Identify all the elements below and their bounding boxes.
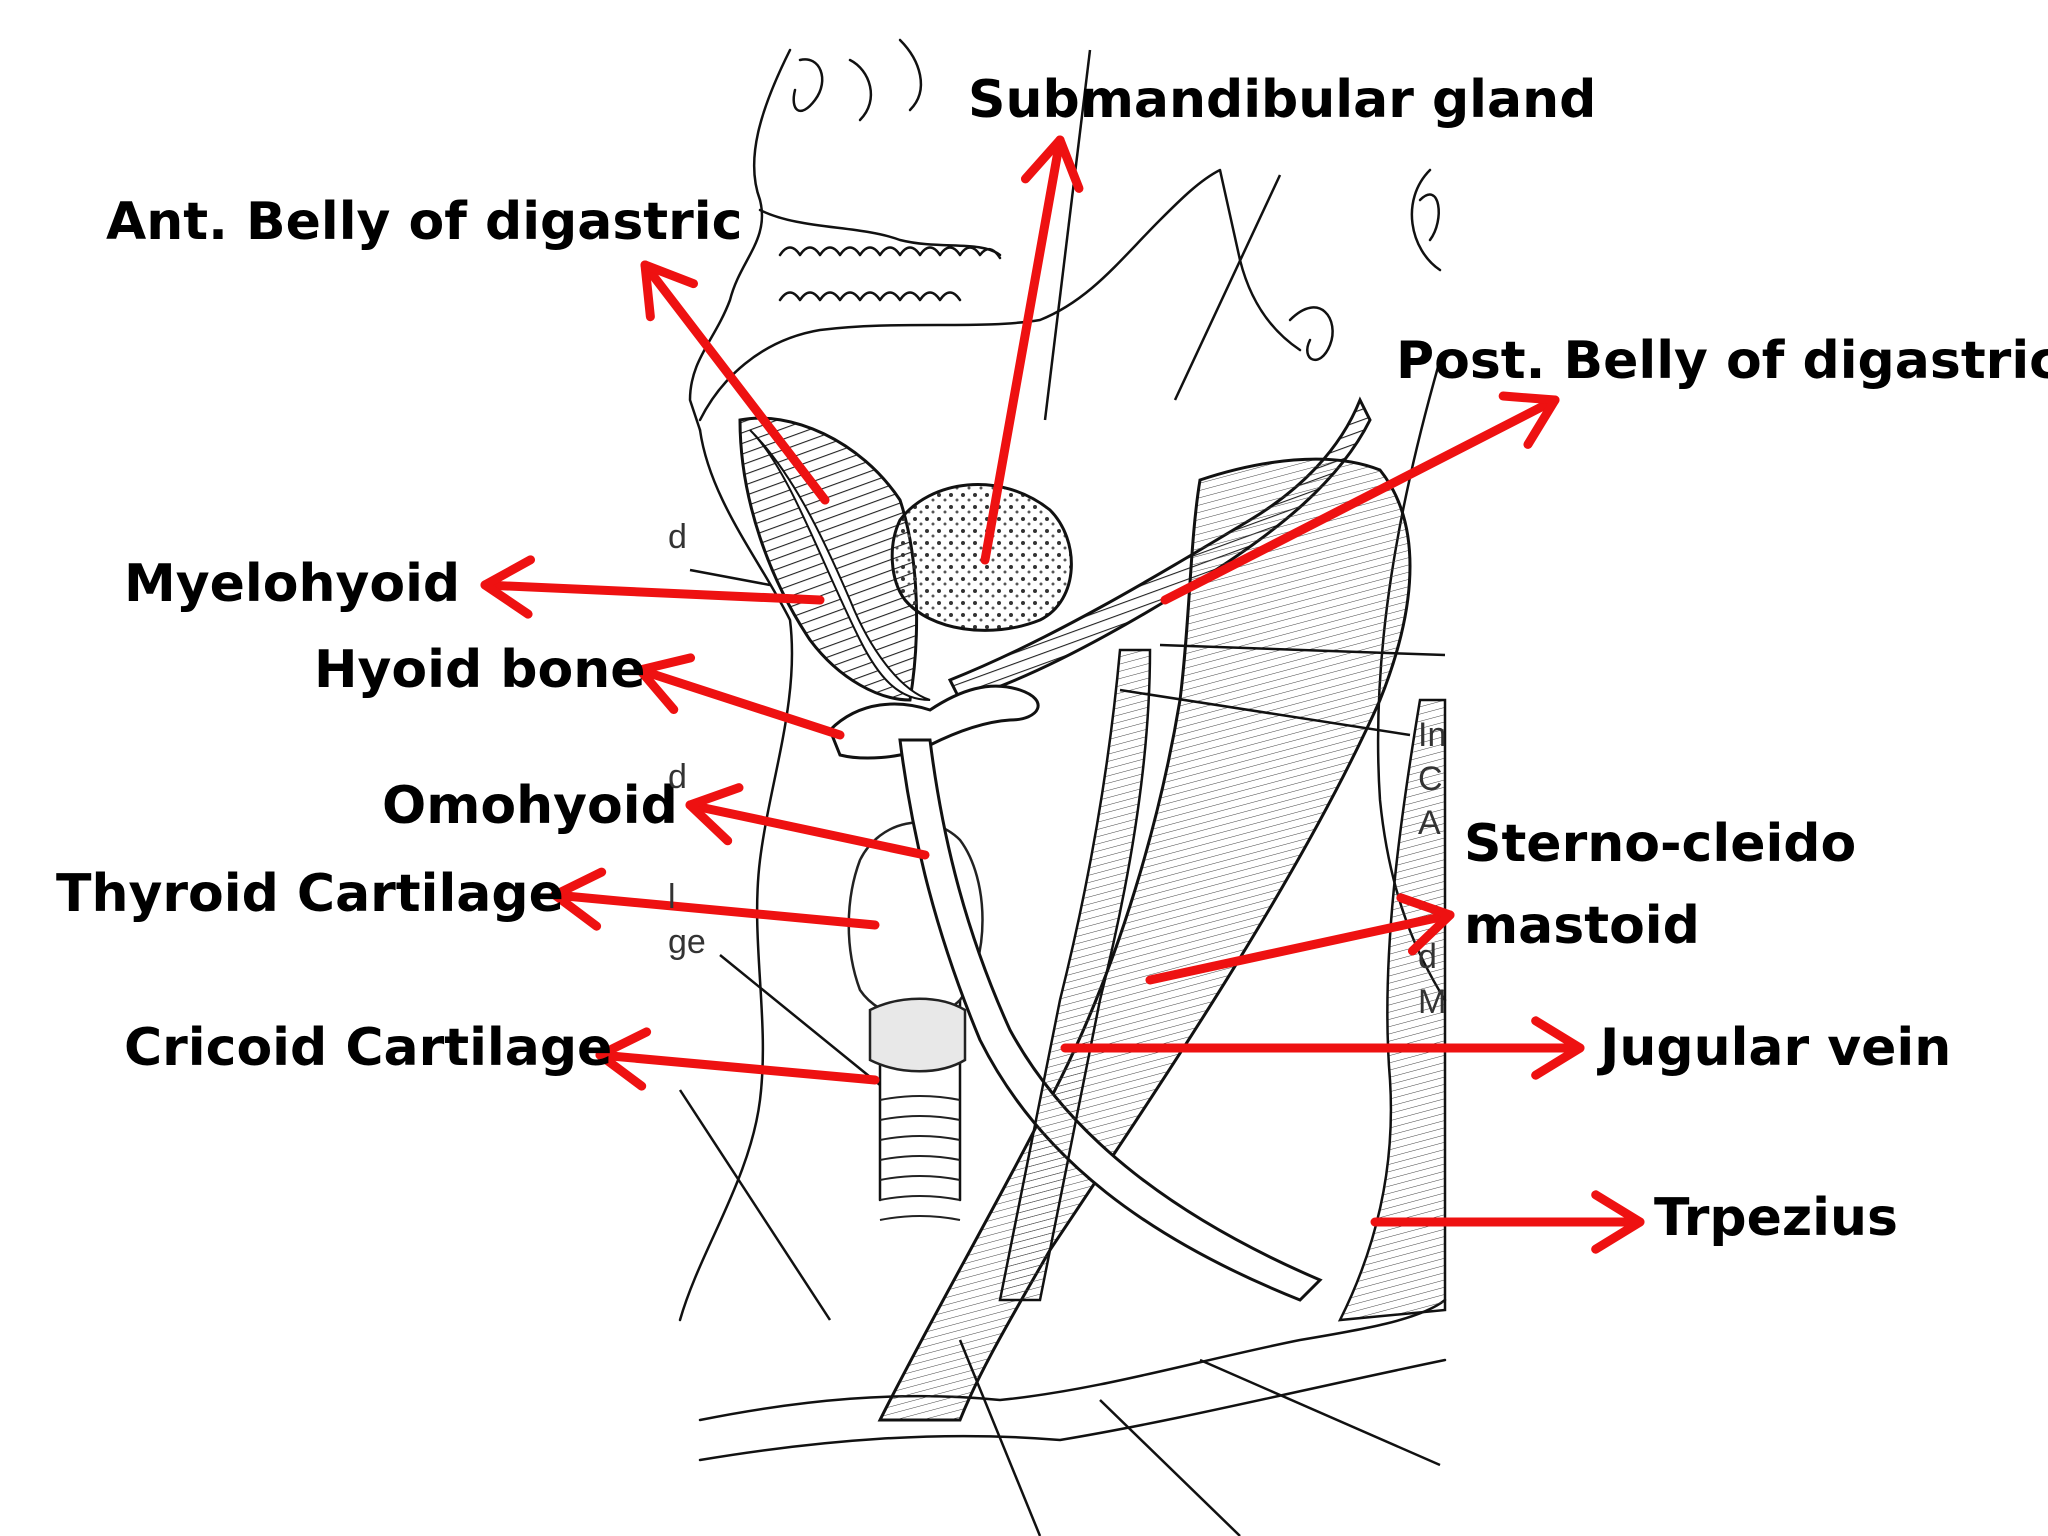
- arrow-trapezius: [1370, 1190, 1645, 1254]
- post-belly-digastric-shape: [947, 396, 1372, 702]
- nose-outline: [792, 58, 824, 113]
- sternocleidomastoid-shape: [877, 457, 1412, 1422]
- arrow-post-belly-digastric: [1160, 391, 1560, 605]
- fragment-right-d: d: [1418, 938, 1437, 976]
- label-trapezius: Trpezius: [1654, 1188, 1898, 1248]
- leader-lines: [678, 49, 1446, 1536]
- arrow-cricoid-cartilage: [595, 1027, 880, 1091]
- fragment-right-c: C: [1418, 760, 1443, 798]
- label-post-belly-digastric: Post. Belly of digastric: [1396, 331, 2048, 391]
- arrow-thyroid-cartilage: [550, 867, 880, 931]
- label-hyoid-bone: Hyoid bone: [314, 640, 646, 700]
- trachea-rings: [879, 1095, 961, 1221]
- ear: [1288, 306, 1334, 362]
- label-submandibular-gland: Submandibular gland: [968, 70, 1597, 130]
- annotation-arrows: [480, 135, 1645, 1254]
- label-ant-belly-digastric: Ant. Belly of digastric: [106, 192, 743, 252]
- face-profile: [688, 48, 792, 432]
- label-thyroid-cartilage: Thyroid Cartilage: [56, 864, 564, 924]
- fragment-left-l: l: [668, 878, 676, 916]
- mylohyoid-shape: [749, 429, 931, 701]
- label-sternocleido-line1: Sterno-cleido: [1464, 814, 1857, 874]
- label-cricoid-cartilage: Cricoid Cartilage: [124, 1018, 613, 1078]
- lips: [758, 208, 1002, 257]
- arrow-submandibular-gland: [980, 135, 1084, 565]
- fragment-right-in: In: [1418, 716, 1447, 754]
- cricoid-cartilage-shape: [868, 997, 967, 1073]
- fragment-right-m: M: [1418, 983, 1447, 1021]
- label-sternocleido-line2: mastoid: [1464, 896, 1700, 956]
- fragment-left-d1: d: [668, 518, 687, 556]
- trapezius-shape: [1337, 698, 1447, 1322]
- arrow-jugular-vein: [1060, 1016, 1585, 1080]
- teeth: [778, 246, 1002, 260]
- omohyoid-shape: [898, 738, 1323, 1302]
- arrow-omohyoid: [685, 783, 930, 860]
- fragment-left-ge: ge: [668, 923, 706, 961]
- arrow-myelohyoid: [480, 555, 825, 619]
- label-jugular-vein: Jugular vein: [1600, 1018, 1952, 1078]
- fragment-right-a: A: [1418, 804, 1441, 842]
- arrow-hyoid-bone: [635, 653, 845, 740]
- arrow-ant-belly-digastric: [640, 260, 830, 505]
- arrow-sternocleidomastoid: [1145, 893, 1455, 985]
- label-myelohyoid: Myelohyoid: [124, 554, 461, 614]
- label-omohyoid: Omohyoid: [382, 776, 678, 836]
- throat-outline: [678, 428, 794, 1322]
- jugular-vein-shape: [998, 648, 1152, 1302]
- fragment-left-d2: d: [668, 758, 687, 796]
- clavicle: [698, 1298, 1447, 1422]
